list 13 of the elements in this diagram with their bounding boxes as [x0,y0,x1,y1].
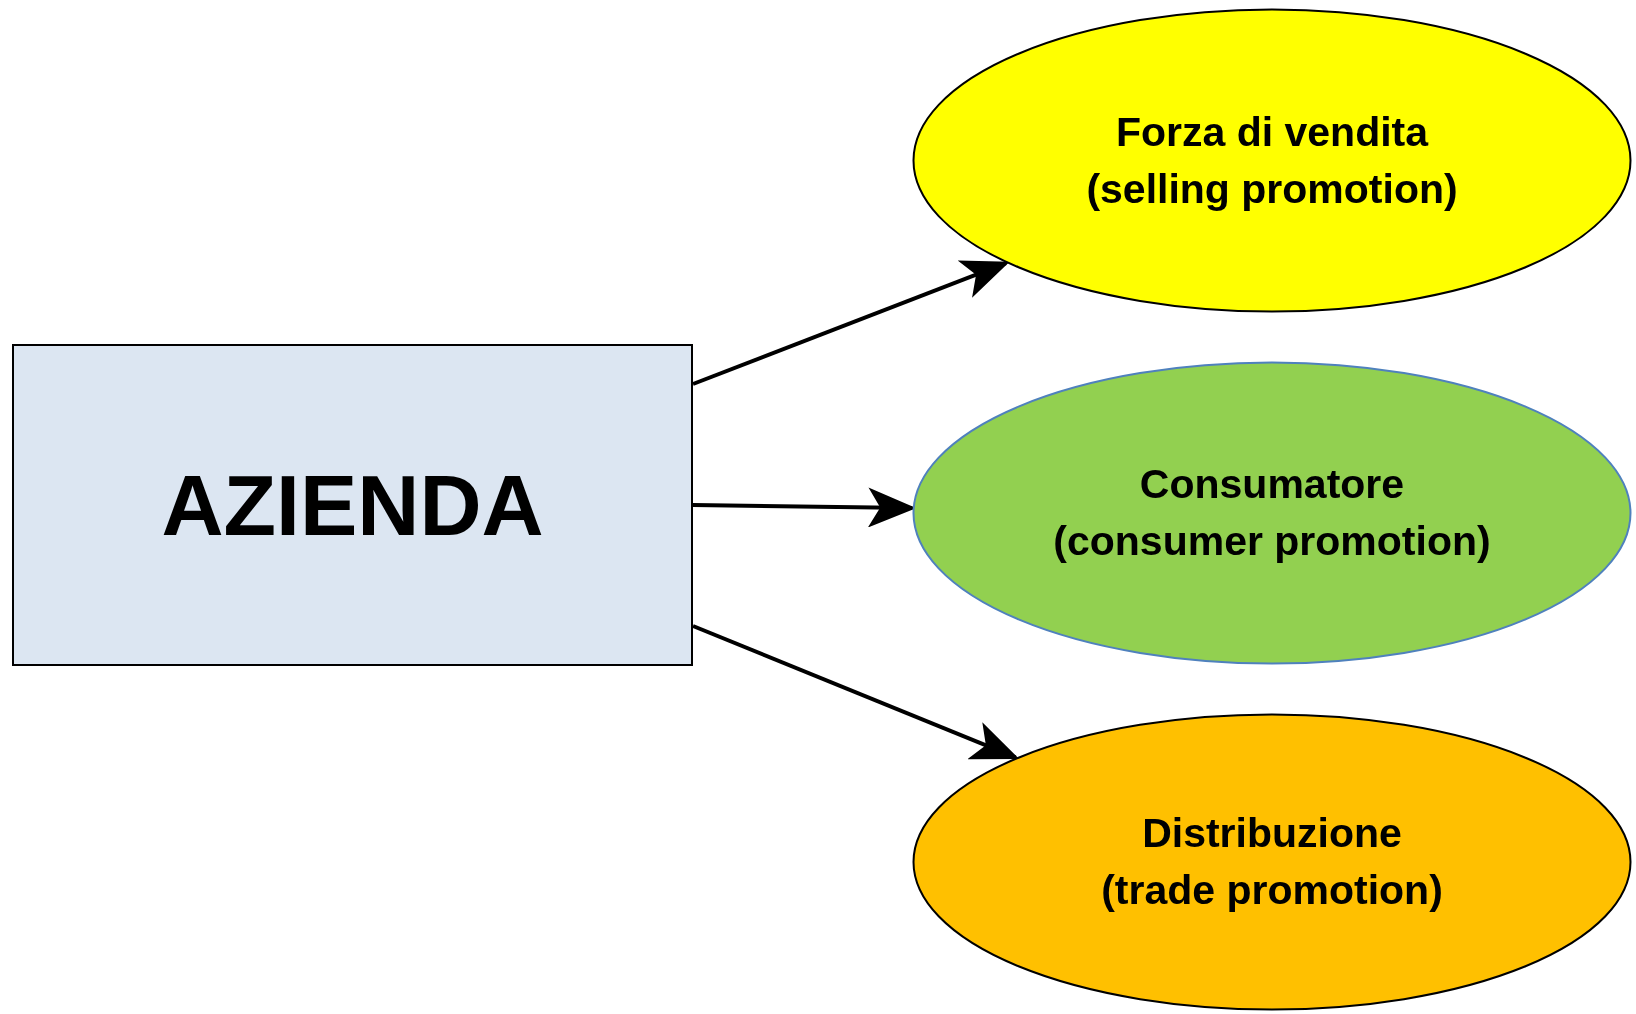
node-label: (consumer promotion) [1053,517,1491,566]
arrow [692,260,1010,386]
node-label: Distribuzione [1142,809,1402,859]
node-label: AZIENDA [161,455,544,555]
node-label: Forza di vendita [1115,107,1429,157]
process-box [12,344,693,666]
node-label: Consumatore [1139,460,1405,510]
node-label: (selling promotion) [1086,164,1458,214]
ellipse-node [912,361,1632,665]
ellipse-node [912,713,1632,1011]
node-label: (trade promotion) [1101,866,1443,915]
arrow [692,624,1020,760]
ellipse-node [912,8,1632,313]
